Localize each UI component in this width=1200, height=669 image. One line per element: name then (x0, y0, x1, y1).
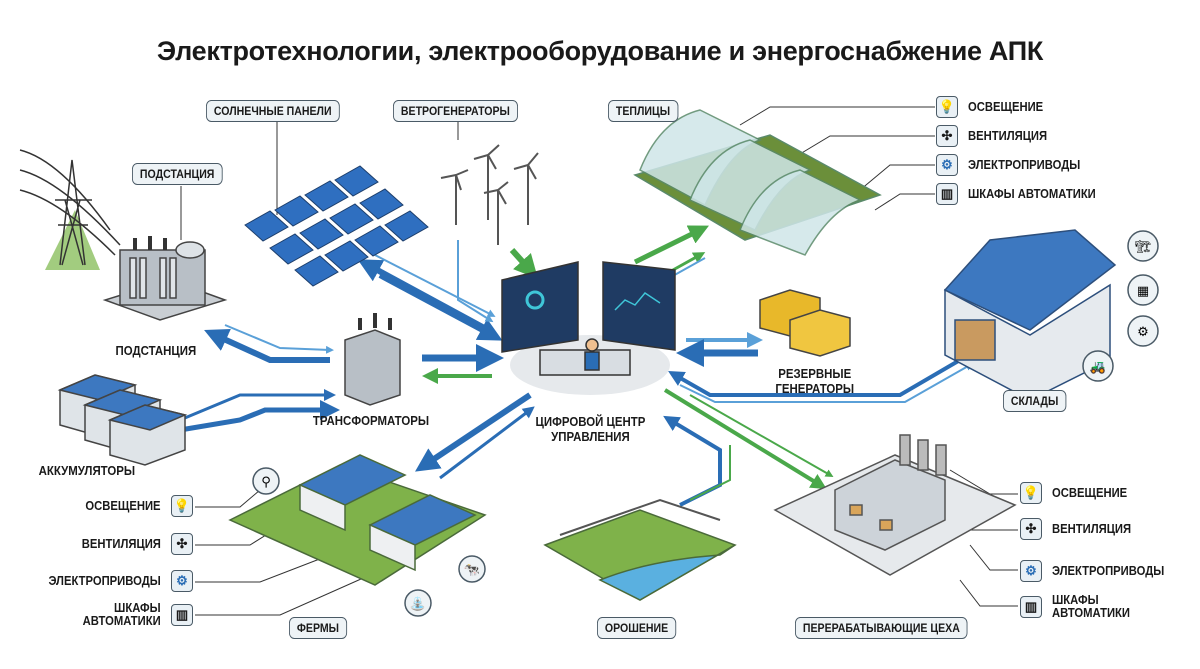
processing-legend-drives: ⚙ЭЛЕКТРОПРИВОДЫ (1020, 560, 1177, 582)
tag-farms: ФЕРМЫ (289, 617, 347, 639)
lightbulb-icon: 💡 (936, 96, 958, 118)
lightbulb-icon: 💡 (171, 495, 193, 517)
farm-legend-ventilation: ✣ВЕНТИЛЯЦИЯ (73, 533, 193, 555)
page-title: Электротехнологии, электрооборудование и… (156, 36, 1044, 66)
farm-legend-lighting: 💡ОСВЕЩЕНИЕ (77, 495, 193, 517)
fan-icon: ✣ (1020, 518, 1042, 540)
cow-icon: 🐄 (464, 563, 480, 578)
tag-solar-panels: СОЛНЕЧНЫЕ ПАНЕЛИ (206, 100, 340, 122)
cabinet-icon: ▥ (936, 183, 958, 205)
label-control-center-line1: ЦИФРОВОЙ ЦЕНТР (535, 414, 646, 429)
milking-icon: ⚲ (261, 475, 271, 490)
greenhouse-legend-cabinets: ▥ШКАФЫ АВТОМАТИКИ (936, 183, 1110, 205)
label-batteries: АККУМУЛЯТОРЫ (38, 463, 136, 478)
label-substation: ПОДСТАНЦИЯ (115, 343, 197, 358)
robot-arm-icon: ⚙ (1137, 325, 1149, 340)
forklift-icon: 🚜 (1090, 360, 1106, 375)
warehouse-icon: ▦ (1137, 284, 1149, 299)
tag-warehouses: СКЛАДЫ (1003, 390, 1067, 412)
label-transformers: ТРАНСФОРМАТОРЫ (312, 413, 430, 428)
greenhouse-legend-ventilation: ✣ВЕНТИЛЯЦИЯ (936, 125, 1056, 147)
cabinet-icon: ▥ (171, 604, 193, 626)
motor-icon: ⚙ (936, 154, 958, 176)
tag-processing: ПЕРЕРАБАТЫВАЮЩИЕ ЦЕХА (795, 617, 968, 639)
label-generators: РЕЗЕРВНЫЕ ГЕНЕРАТОРЫ (775, 366, 854, 396)
lightbulb-icon: 💡 (1020, 482, 1042, 504)
processing-legend-ventilation: ✣ВЕНТИЛЯЦИЯ (1020, 518, 1140, 540)
label-generators-line2: ГЕНЕРАТОРЫ (775, 381, 855, 396)
greenhouse-legend-lighting: 💡ОСВЕЩЕНИЕ (936, 96, 1052, 118)
tag-substation: ПОДСТАНЦИЯ (132, 163, 223, 185)
tag-greenhouses: ТЕПЛИЦЫ (608, 100, 678, 122)
tag-wind-generators: ВЕТРОГЕНЕРАТОРЫ (393, 100, 518, 122)
greenhouse-legend-drives: ⚙ЭЛЕКТРОПРИВОДЫ (936, 154, 1093, 176)
label-control-center: ЦИФРОВОЙ ЦЕНТР УПРАВЛЕНИЯ (535, 414, 645, 444)
fan-icon: ✣ (936, 125, 958, 147)
feeder-icon: ⛲ (410, 596, 426, 612)
tag-irrigation: ОРОШЕНИЕ (597, 617, 677, 639)
fan-icon: ✣ (171, 533, 193, 555)
processing-legend-lighting: 💡ОСВЕЩЕНИЕ (1020, 482, 1136, 504)
motor-icon: ⚙ (171, 570, 193, 592)
cabinet-icon: ▥ (1020, 596, 1042, 618)
motor-icon: ⚙ (1020, 560, 1042, 582)
forklift-icon: 🏗 (1135, 239, 1152, 255)
label-generators-line1: РЕЗЕРВНЫЕ (778, 366, 852, 381)
farm-legend-drives: ⚙ЭЛЕКТРОПРИВОДЫ (36, 570, 193, 592)
label-control-center-line2: УПРАВЛЕНИЯ (551, 429, 630, 444)
